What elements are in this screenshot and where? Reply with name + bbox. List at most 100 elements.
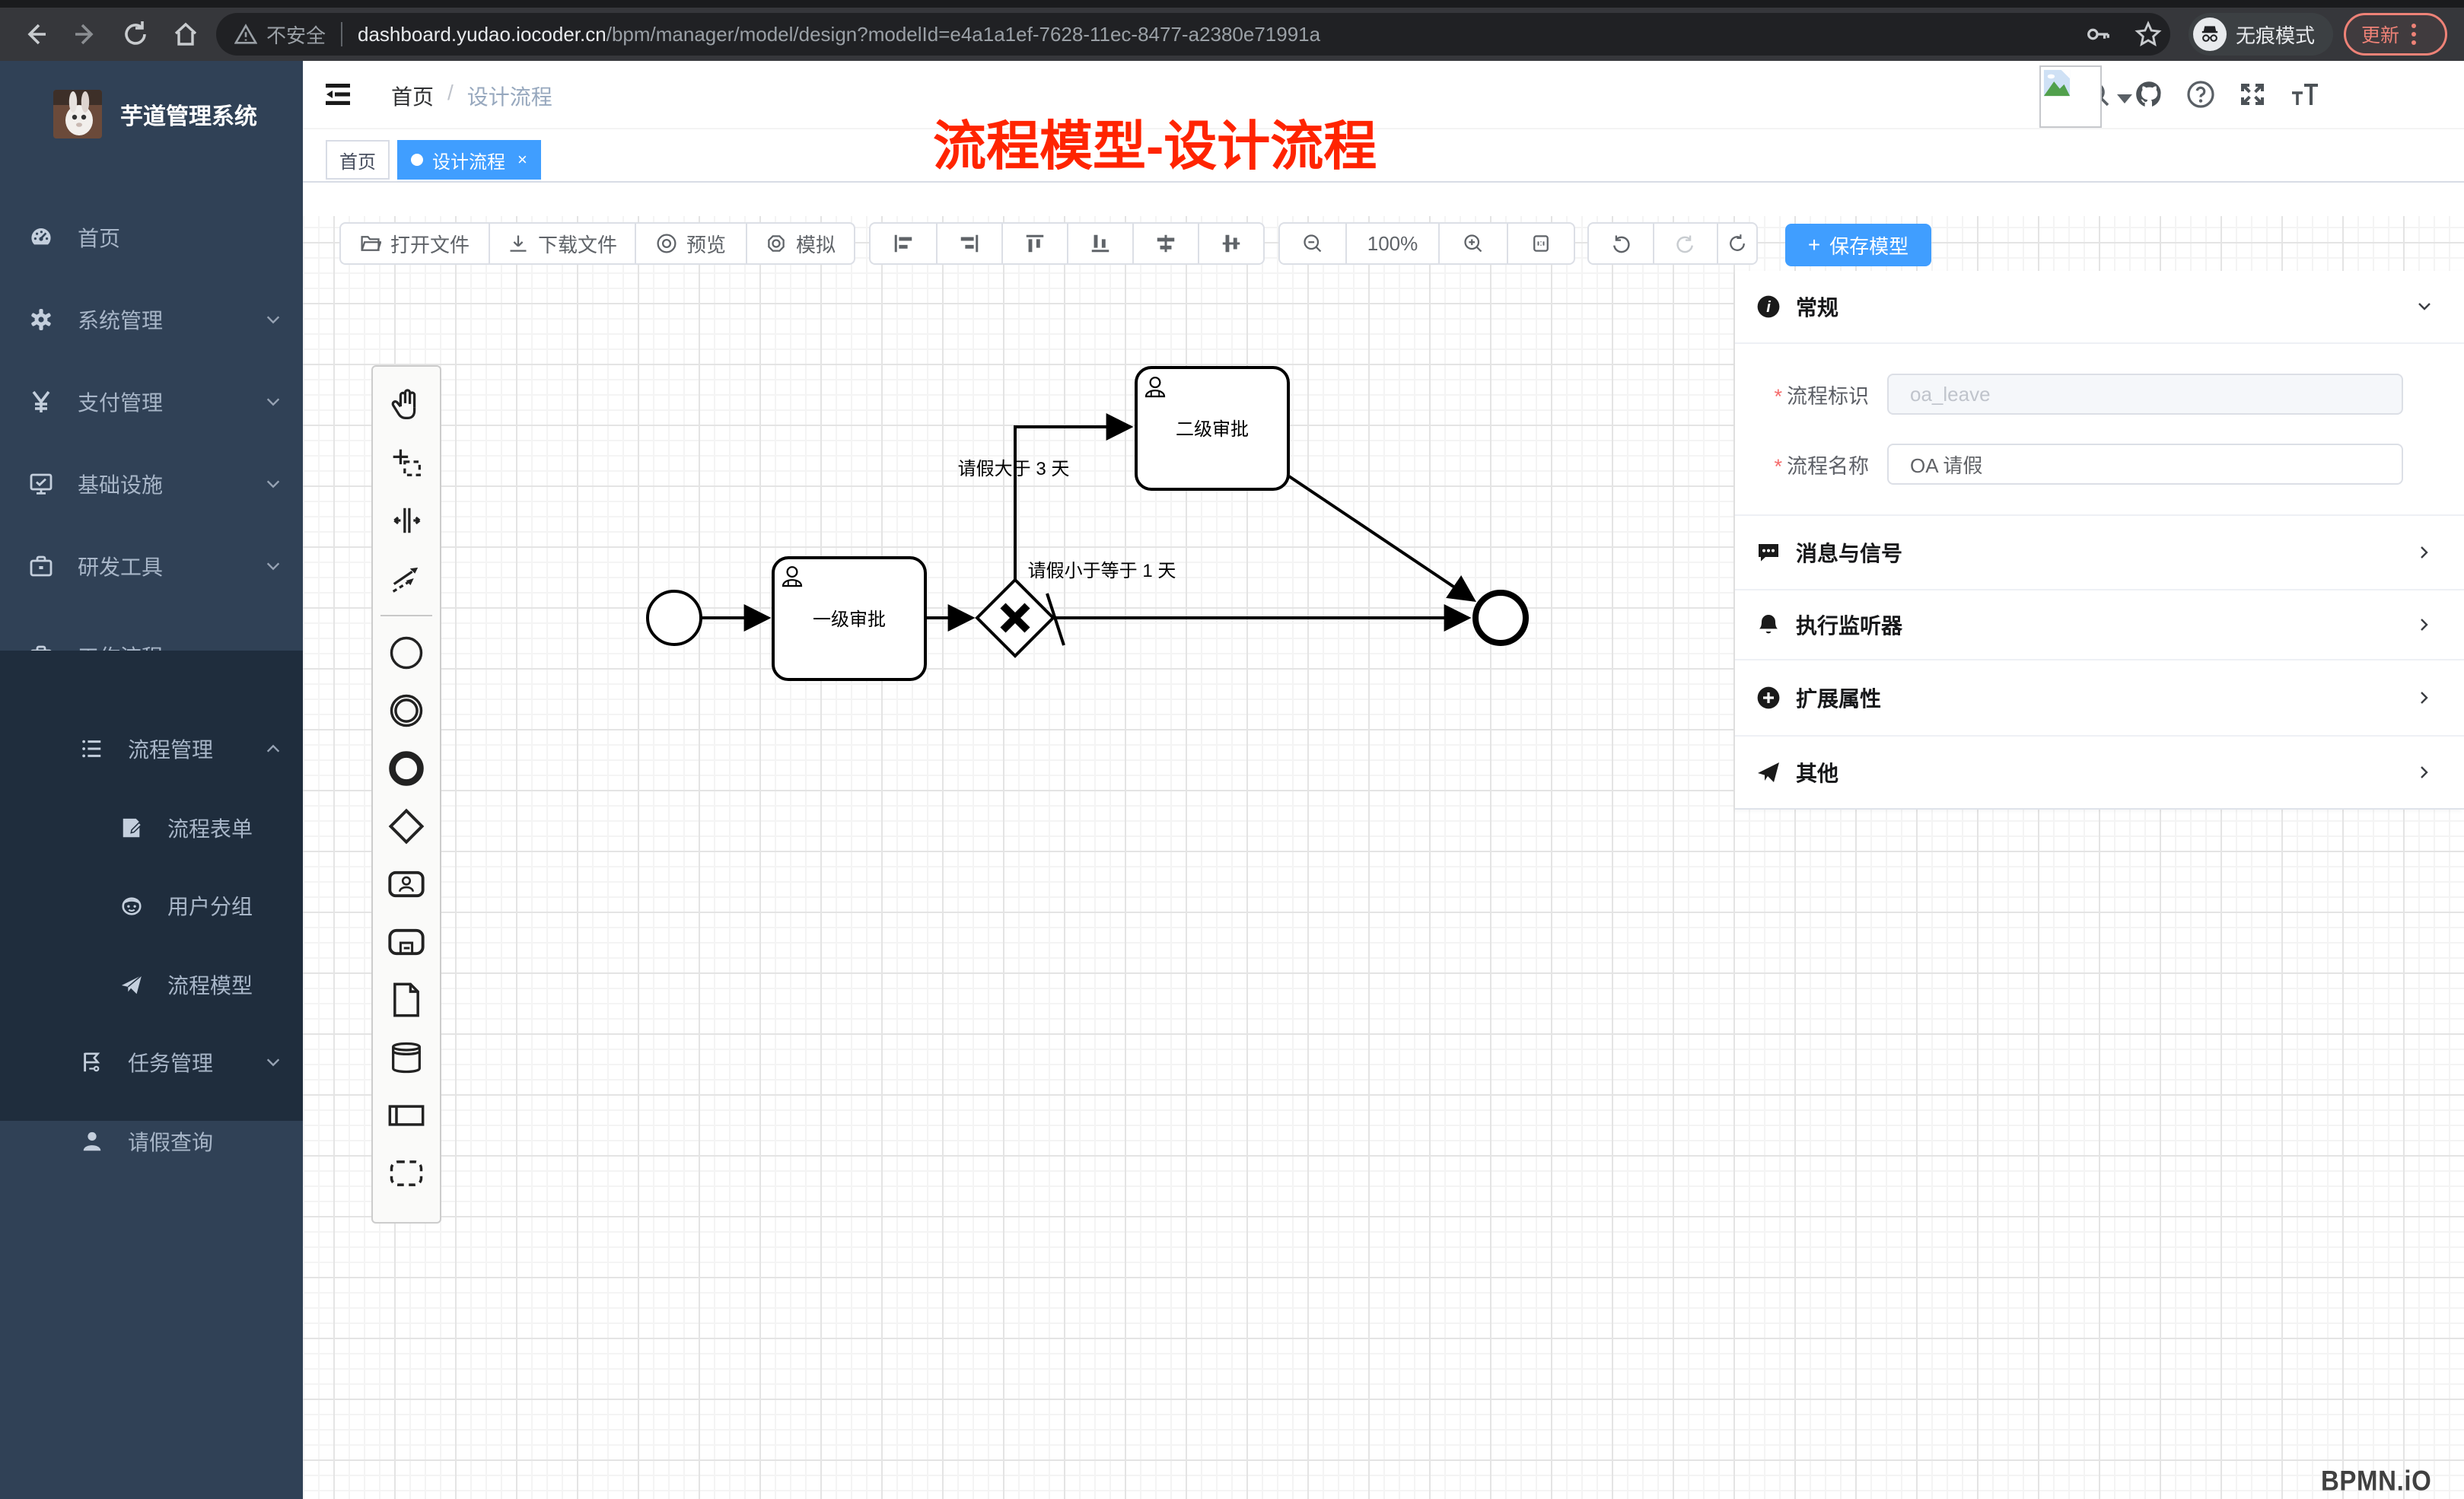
sidebar-item-user-group[interactable]: 用户分组 [0, 867, 303, 944]
url-bar[interactable]: 不安全 dashboard.yudao.iocoder.cn/bpm/manag… [216, 13, 2170, 56]
align-top-icon[interactable] [1001, 224, 1067, 263]
url-path: /bpm/manager/model/design?modelId=e4a1a1… [606, 22, 1321, 46]
forward-icon[interactable] [70, 19, 100, 49]
sidebar-item-process-mgmt[interactable]: 流程管理 [0, 711, 303, 787]
update-label[interactable]: 更新 [2361, 25, 2400, 46]
chevron-right-icon [2421, 619, 2428, 631]
section-execution-listener[interactable]: 执行监听器 [1735, 590, 2464, 660]
zoom-level-label: 100% [1367, 231, 1418, 255]
zoom-in-icon[interactable] [1438, 224, 1507, 263]
section-extended-attrs[interactable]: 扩展属性 [1735, 660, 2464, 737]
tab-design-process[interactable]: 设计流程 × [397, 140, 541, 180]
section-label: 常规 [1796, 296, 1839, 320]
process-name-input[interactable] [1887, 444, 2403, 485]
briefcase-icon [29, 554, 53, 578]
refresh-icon[interactable] [1717, 224, 1756, 263]
password-key-icon[interactable] [2084, 20, 2112, 49]
avatar[interactable] [2039, 65, 2102, 128]
align-right-icon[interactable] [936, 224, 1001, 263]
avatar-caret-icon[interactable] [2117, 94, 2132, 103]
sidebar-item-task-mgmt[interactable]: 任务管理 [0, 1024, 303, 1100]
align-middle-icon[interactable] [1132, 224, 1198, 263]
preview-button[interactable]: 预览 [635, 224, 746, 263]
person-icon [81, 1130, 103, 1153]
create-start-event[interactable] [373, 624, 440, 682]
start-event[interactable] [646, 590, 702, 646]
reload-icon[interactable] [120, 19, 151, 49]
browser-menu-icon[interactable] [2411, 24, 2417, 45]
update-button[interactable]: 更新 [2344, 13, 2447, 56]
bpmn-palette [371, 365, 441, 1224]
conditional-flow-marker [1046, 593, 1065, 646]
close-tab-icon[interactable]: × [517, 150, 527, 169]
sidebar-item-home[interactable]: 首页 [0, 196, 303, 278]
browser-chrome: 不安全 dashboard.yudao.iocoder.cn/bpm/manag… [0, 0, 2464, 61]
back-icon[interactable] [20, 19, 50, 49]
window-top-strip [0, 0, 2464, 8]
create-user-task[interactable] [373, 855, 440, 913]
simulate-button[interactable]: 模拟 [746, 224, 854, 263]
sidebar-item-payment[interactable]: 支付管理 [0, 361, 303, 443]
task-first-approval[interactable] [772, 556, 927, 681]
align-left-icon[interactable] [871, 224, 936, 263]
sidebar-item-system[interactable]: 系统管理 [0, 278, 303, 361]
logo-row[interactable]: 芋道管理系统 [0, 61, 303, 167]
task-second-approval[interactable] [1135, 366, 1290, 491]
sidebar-item-leave-query[interactable]: 请假查询 [0, 1103, 303, 1179]
sidebar-toggle-icon[interactable] [323, 79, 353, 110]
section-general[interactable]: i 常规 [1735, 271, 2464, 344]
global-connect-tool[interactable] [373, 549, 440, 607]
create-group[interactable] [373, 1144, 440, 1202]
sidebar-item-process-form[interactable]: 流程表单 [0, 790, 303, 866]
space-tool[interactable] [373, 492, 440, 549]
section-label: 执行监听器 [1796, 614, 1903, 638]
create-data-object[interactable] [373, 971, 440, 1029]
tab-label: 设计流程 [432, 151, 505, 173]
end-event[interactable] [1472, 590, 1529, 646]
tags-view-bar: 首页 设计流程 × [303, 128, 2464, 183]
lasso-tool[interactable] [373, 434, 440, 492]
create-participant[interactable] [373, 1087, 440, 1144]
section-other[interactable]: 其他 [1735, 737, 2464, 808]
chevron-up-icon [266, 744, 280, 753]
home-icon[interactable] [170, 19, 201, 49]
create-intermediate-event[interactable] [373, 682, 440, 740]
font-size-icon[interactable] [2289, 79, 2319, 110]
breadcrumb-home[interactable]: 首页 [391, 85, 435, 109]
create-subprocess[interactable] [373, 913, 440, 971]
open-file-button[interactable]: 打开文件 [341, 224, 489, 263]
flow-task2-to-end[interactable] [1288, 475, 1476, 603]
help-icon[interactable] [2185, 79, 2216, 110]
redo-icon[interactable] [1653, 224, 1717, 263]
message-icon [1759, 544, 1778, 562]
security-label[interactable]: 不安全 [266, 24, 326, 47]
process-key-input[interactable] [1887, 374, 2403, 415]
github-icon[interactable] [2134, 79, 2164, 110]
zoom-reset-icon[interactable] [1507, 224, 1574, 263]
sidebar-item-label: 请假查询 [128, 1131, 214, 1154]
undo-icon[interactable] [1589, 224, 1653, 263]
tab-home[interactable]: 首页 [326, 140, 390, 180]
sidebar-item-label: 基础设施 [78, 473, 164, 497]
align-center-icon[interactable] [1198, 224, 1263, 263]
hand-tool[interactable] [373, 376, 440, 434]
zoom-out-icon[interactable] [1280, 224, 1345, 263]
bpmn-io-watermark[interactable]: BPMN.iO [2321, 1465, 2431, 1499]
save-model-button[interactable]: +保存模型 [1785, 224, 1931, 266]
download-file-button[interactable]: 下载文件 [489, 224, 635, 263]
flow-gateway-to-task2[interactable] [1014, 413, 1134, 580]
sidebar-item-process-model[interactable]: 流程模型 [0, 947, 303, 1023]
info-icon: i [1757, 295, 1780, 318]
sidebar: 芋道管理系统 首页 系统管理 支付管理 基础设施 [0, 61, 303, 1499]
section-message-signal[interactable]: 消息与信号 [1735, 516, 2464, 590]
chevron-right-icon [2421, 546, 2428, 559]
create-end-event[interactable] [373, 740, 440, 797]
create-data-store[interactable] [373, 1029, 440, 1087]
sidebar-item-infra[interactable]: 基础设施 [0, 443, 303, 525]
fullscreen-icon[interactable] [2237, 79, 2268, 110]
align-bottom-icon[interactable] [1067, 224, 1132, 263]
monitor-icon [29, 472, 53, 496]
sidebar-item-devtools[interactable]: 研发工具 [0, 525, 303, 607]
create-gateway[interactable] [373, 797, 440, 855]
bookmark-star-icon[interactable] [2134, 20, 2163, 49]
